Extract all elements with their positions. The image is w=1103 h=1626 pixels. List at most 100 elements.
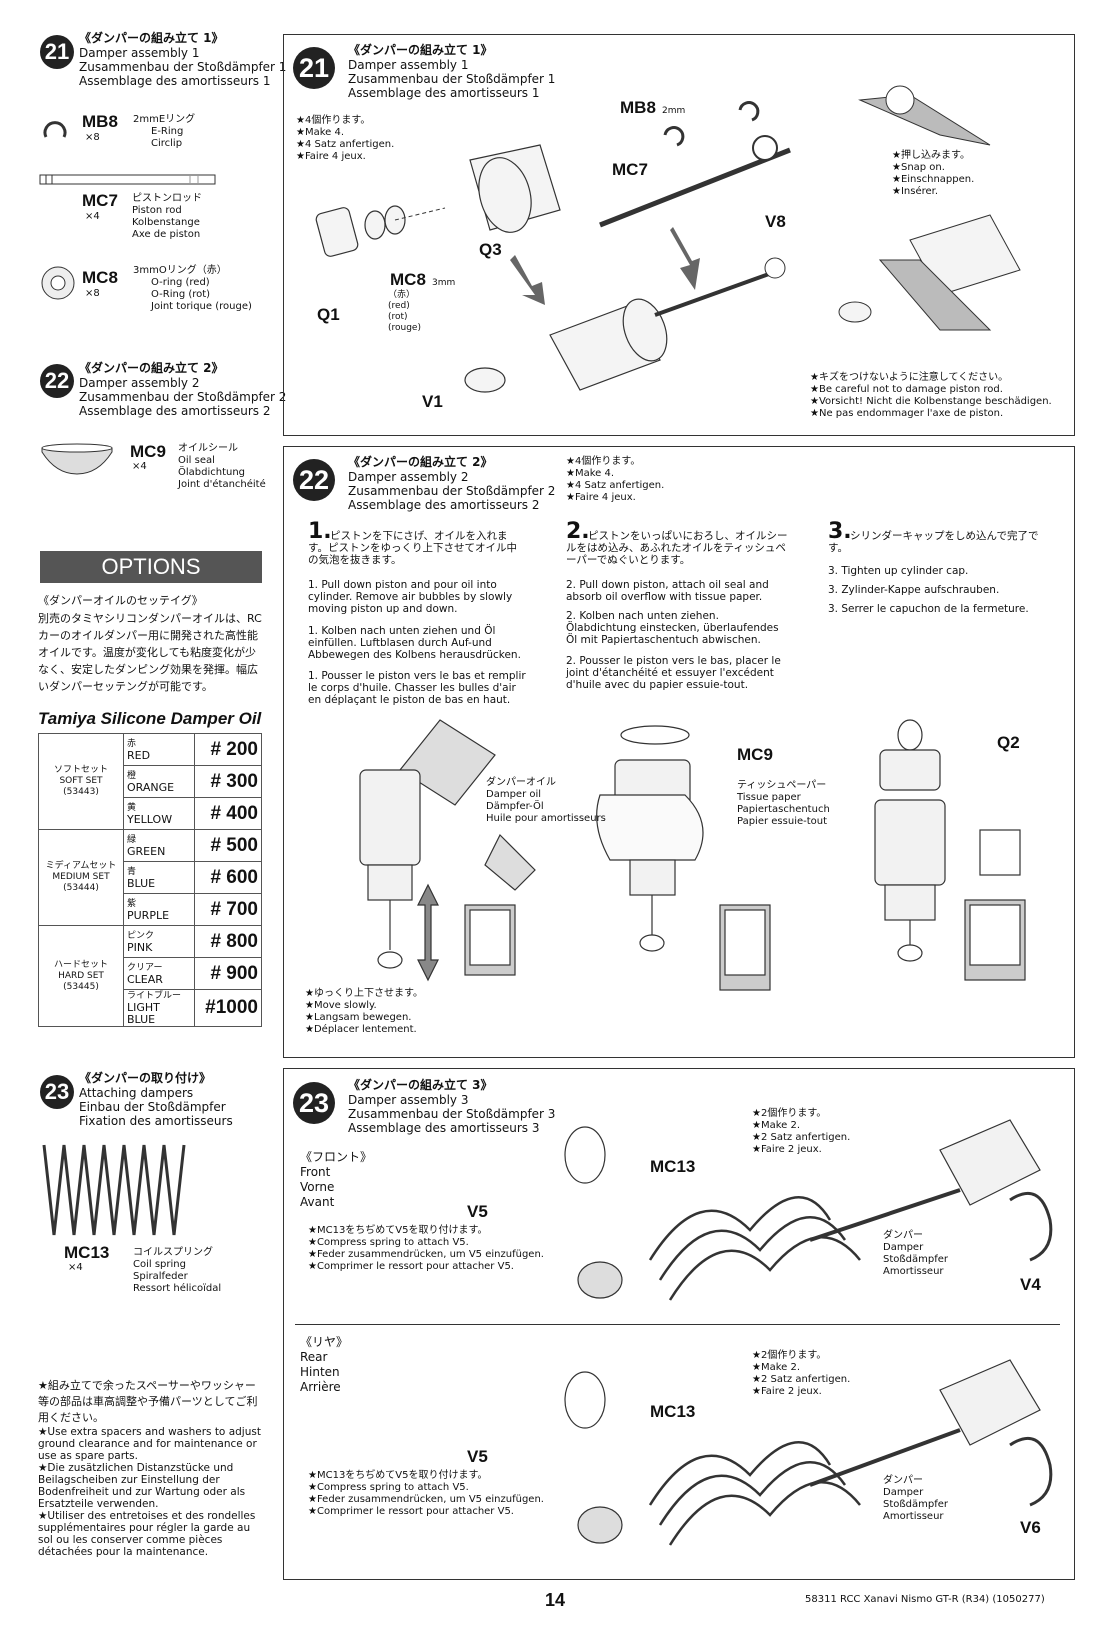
instr-2-en: 2. Pull down piston, attach oil seal and… — [566, 579, 769, 603]
part-mc8-qty: ×8 — [85, 288, 100, 299]
options-brand: Tamiya Silicone Damper Oil — [38, 709, 262, 728]
step-21-panel-title-en: Damper assembly 1 — [348, 58, 469, 72]
oil-seal-icon — [41, 443, 113, 475]
step-22-panel-title-de: Zusammenbau der Stoßdämpfer 2 — [348, 484, 556, 498]
step-23-panel-badge: 23 — [293, 1082, 335, 1124]
e-ring-icon — [43, 121, 67, 138]
rear-label-v6: V6 — [1020, 1518, 1041, 1537]
step-22-panel-title-jp: 《ダンパーの組み立て 2》 — [348, 455, 493, 469]
front-rear-divider — [295, 1324, 1060, 1325]
step-23-panel-title-fr: Assemblage des amortisseurs 3 — [348, 1121, 540, 1135]
step-22-badge: 22 — [40, 364, 74, 398]
instr-3-jp: シリンダーキャップをしめ込んで完了です。 — [828, 530, 1039, 554]
step-21-make-note: ★4個作ります。★Make 4.★4 Satz anfertigen.★Fair… — [296, 115, 395, 162]
instr-1-jp: ピストンを下にさげ、オイルを入れます。ピストンをゆっくり上下させてオイル中の気泡… — [308, 530, 517, 566]
step-23-panel-title-en: Damper assembly 3 — [348, 1093, 469, 1107]
label-v1: V1 — [422, 392, 443, 411]
step-22-title-en: Damper assembly 2 — [79, 376, 200, 390]
damper-assembly-1-illustration — [315, 85, 1021, 393]
instr-3-de: 3. Zylinder-Kappe aufschrauben. — [828, 584, 1000, 596]
oil-weight: # 500 — [194, 829, 262, 862]
step-23-title-de: Einbau der Stoßdämpfer — [79, 1100, 226, 1114]
step-21-panel-title-fr: Assemblage des amortisseurs 1 — [348, 86, 540, 100]
instr-1-fr: 1. Pousser le piston vers le bas et remp… — [308, 670, 526, 706]
instr-2-fr: 2. Pousser le piston vers le bas, placer… — [566, 655, 781, 691]
step-21-title-en: Damper assembly 1 — [79, 46, 200, 60]
oil-weight: # 600 — [194, 861, 262, 894]
front-damper-illustration — [564, 1119, 1053, 1301]
step-21-panel-title-jp: 《ダンパーの組み立て 1》 — [348, 43, 493, 57]
step-23-title-fr: Fixation des amortisseurs — [79, 1114, 233, 1128]
rear-damper-illustration — [564, 1359, 1053, 1546]
step-22-panel-badge: 22 — [293, 459, 335, 501]
front-label-v4: V4 — [1020, 1275, 1041, 1294]
part-mc13-code: MC13 — [64, 1243, 110, 1262]
label-q2: Q2 — [997, 733, 1020, 752]
step-22-make-note: ★4個作ります。★Make 4.★4 Satz anfertigen.★Fair… — [566, 456, 665, 503]
step-23-badge: 23 — [40, 1075, 74, 1109]
step-22-panel-title-fr: Assemblage des amortisseurs 2 — [348, 498, 540, 512]
label-q1: Q1 — [317, 305, 340, 324]
snap-on-note: ★押し込みます。★Snap on.★Einschnappen.★Insérer. — [892, 150, 975, 197]
part-mc9-code: MC9 — [130, 442, 166, 461]
step-22-panel — [283, 446, 1075, 1058]
oil-weight: # 400 — [194, 797, 262, 830]
options-banner: OPTIONS — [40, 551, 262, 583]
part-mb8-code: MB8 — [82, 112, 118, 131]
step-21-badge: 21 — [40, 35, 74, 69]
oil-weight: #1000 — [194, 989, 262, 1027]
instr-3-en: 3. Tighten up cylinder cap. — [828, 565, 969, 577]
step-23-title-jp: 《ダンパーの取り付け》 — [79, 1071, 212, 1085]
label-mc8-color: （赤）(red)(rot)(rouge) — [388, 290, 421, 333]
instr-2-jp: ピストンをいっぱいにおろし、オイルシールをはめ込み、あふれたオイルをティッシュペ… — [566, 530, 788, 566]
label-mc7: MC7 — [612, 160, 648, 179]
label-mc9: MC9 — [737, 745, 773, 764]
step-22-title-jp: 《ダンパーの組み立て 2》 — [79, 361, 224, 375]
instr-2-de: 2. Kolben nach unten ziehen. Ölabdichtun… — [566, 610, 779, 646]
label-mb8: MB8 — [620, 98, 656, 117]
part-mc7-code: MC7 — [82, 191, 118, 210]
options-heading: 《ダンパーオイルのセッテイグ》 — [38, 594, 203, 607]
step-22-title-fr: Assemblage des amortisseurs 2 — [79, 404, 271, 418]
step-21-title-jp: 《ダンパーの組み立て 1》 — [79, 31, 224, 45]
label-mc8-size: 3mm — [432, 278, 456, 288]
part-mc7-qty: ×4 — [85, 211, 100, 222]
part-mb8-qty: ×8 — [85, 132, 100, 143]
piston-rod-icon — [39, 174, 216, 185]
step-21-title-de: Zusammenbau der Stoßdämpfer 1 — [79, 60, 287, 74]
front-make-note: ★2個作ります。★Make 2.★2 Satz anfertigen.★Fair… — [752, 1108, 851, 1155]
label-q3: Q3 — [479, 240, 502, 259]
move-slowly-note: ★ゆっくり上下させます。★Move slowly.★Langsam bewege… — [305, 988, 423, 1035]
front-compress-note: ★MC13をちぢめてV5を取り付けます。★Compress spring to … — [308, 1225, 544, 1272]
label-mb8-size: 2mm — [662, 106, 686, 116]
spare-parts-note: ★組み立てで余ったスペーサーやワッシャー等の部品は車高調整や予備パーツとしてご利… — [38, 1379, 261, 1558]
rear-compress-note: ★MC13をちぢめてV5を取り付けます。★Compress spring to … — [308, 1470, 544, 1517]
options-body: 別売のタミヤシリコンダンパーオイルは、RCカーのオイルダンパー用に開発された高性… — [38, 612, 262, 693]
step-21-panel — [283, 34, 1075, 436]
rear-label-mc13: MC13 — [650, 1402, 696, 1421]
instr-1-de: 1. Kolben nach unten ziehen und Öl einfü… — [308, 625, 521, 661]
front-label-v5: V5 — [467, 1202, 488, 1221]
page-number: 14 — [545, 1590, 566, 1610]
oil-weight: # 300 — [194, 765, 262, 798]
instr-2-num: 2. — [566, 519, 590, 544]
